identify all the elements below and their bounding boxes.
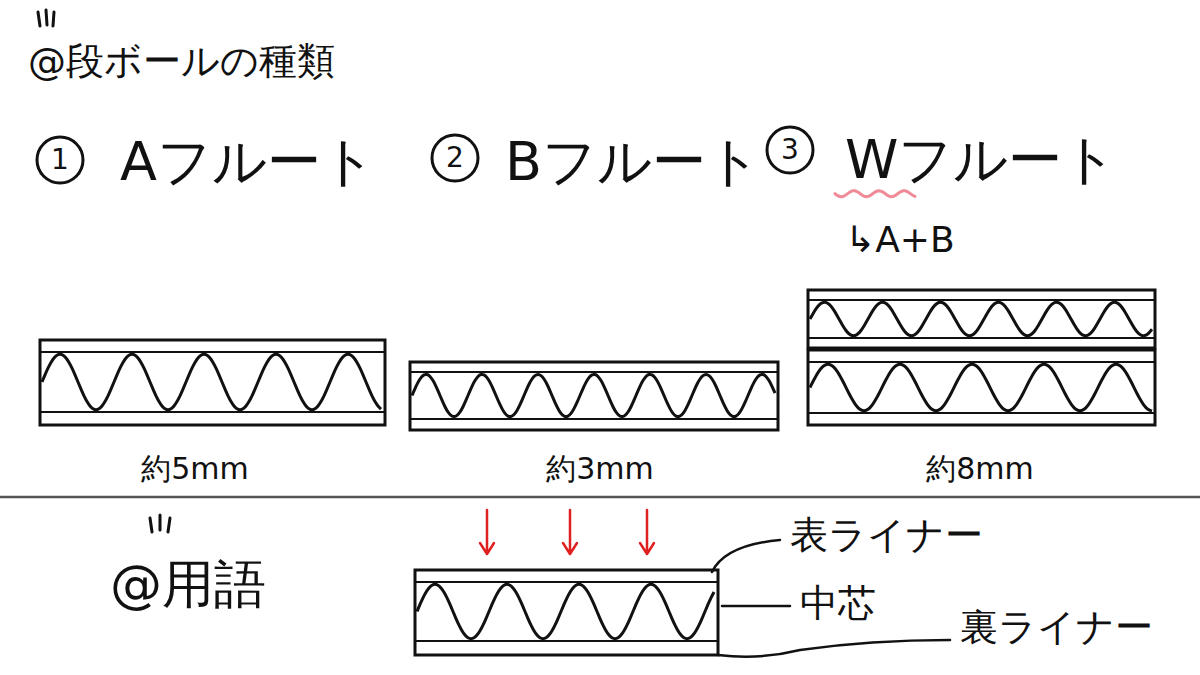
- page-title: @段ボールの種類: [28, 41, 335, 83]
- liner-line: [808, 362, 1155, 413]
- liner-line: [40, 352, 385, 412]
- liner-line: [410, 372, 778, 419]
- callout-number: 2: [446, 143, 464, 174]
- section-heading: @用語: [110, 556, 266, 613]
- force-arrow: [480, 510, 494, 554]
- flute-name: Aフルート: [120, 132, 376, 191]
- part-name: 裏ライナー: [960, 607, 1153, 649]
- thickness-dimension: 約5mm: [141, 452, 249, 485]
- callout-number: 3: [781, 135, 799, 166]
- number-circle: [37, 137, 83, 183]
- board-outline: [410, 362, 778, 430]
- board-outline: [808, 290, 1155, 348]
- emphasis-ticks: [150, 515, 170, 532]
- corrugated-medium: [412, 374, 775, 416]
- corrugated-medium: [810, 302, 1152, 335]
- number-circle: [432, 135, 478, 181]
- callout-number: 1: [51, 145, 69, 176]
- corrugated-medium: [417, 584, 714, 638]
- emphasis-ticks: [38, 10, 54, 26]
- divider-line: [0, 496, 1200, 499]
- force-arrow: [563, 510, 577, 554]
- flute-note: ↳A+B: [845, 220, 955, 260]
- part-name: 表ライナー: [790, 515, 983, 557]
- mark-group: [835, 191, 915, 197]
- leader-line: [712, 540, 780, 572]
- liner-line: [808, 300, 1155, 338]
- flute-name: Wフルート: [845, 130, 1117, 189]
- leader-line: [722, 605, 790, 608]
- leader-line: [718, 640, 950, 657]
- liner-line: [415, 582, 718, 641]
- number-circle: [767, 127, 813, 173]
- corrugated-medium: [810, 364, 1152, 411]
- thickness-dimension: 約3mm: [546, 452, 654, 485]
- corrugated-medium: [42, 354, 381, 409]
- force-arrow: [640, 510, 654, 554]
- board-outline: [415, 570, 718, 655]
- flute-name: Bフルート: [505, 132, 761, 191]
- board-outline: [808, 350, 1155, 425]
- thickness-dimension: 約8mm: [926, 452, 1034, 485]
- board-outline: [40, 340, 385, 425]
- flute-group: [42, 302, 1152, 638]
- emphasis-underline: [835, 191, 915, 197]
- part-name: 中芯: [800, 583, 876, 625]
